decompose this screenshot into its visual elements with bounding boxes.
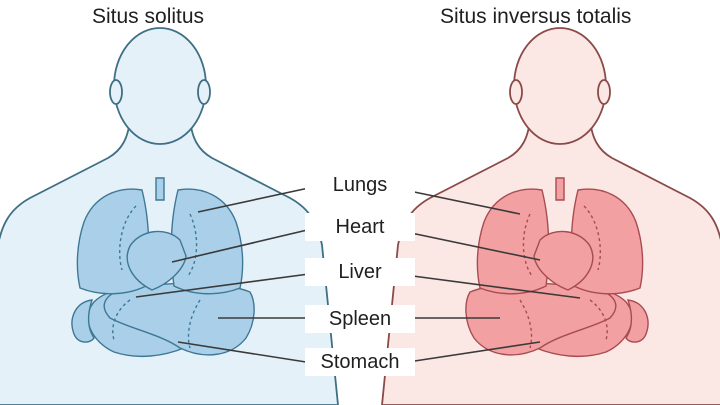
leader-stomach-left bbox=[177, 341, 307, 363]
leader-heart-right bbox=[391, 228, 541, 261]
leader-liver-right bbox=[389, 272, 581, 299]
leader-lines bbox=[135, 185, 581, 363]
label-spleen: Spleen bbox=[305, 305, 415, 333]
label-liver: Liver bbox=[305, 258, 415, 286]
leader-heart-left bbox=[171, 226, 321, 263]
leader-lungs-left bbox=[197, 185, 319, 213]
leader-lungs-right bbox=[394, 187, 521, 215]
leader-liver-left bbox=[135, 271, 325, 298]
figure-situs-solitus bbox=[0, 27, 339, 405]
title-situs-inversus-totalis: Situs inversus totalis bbox=[440, 5, 632, 28]
label-lungs: Lungs bbox=[305, 171, 415, 199]
leader-stomach-right bbox=[407, 341, 541, 363]
title-situs-solitus: Situs solitus bbox=[92, 5, 205, 28]
label-stomach: Stomach bbox=[305, 348, 415, 376]
label-heart: Heart bbox=[305, 213, 415, 241]
figure-situs-inversus-totalis bbox=[381, 27, 720, 405]
